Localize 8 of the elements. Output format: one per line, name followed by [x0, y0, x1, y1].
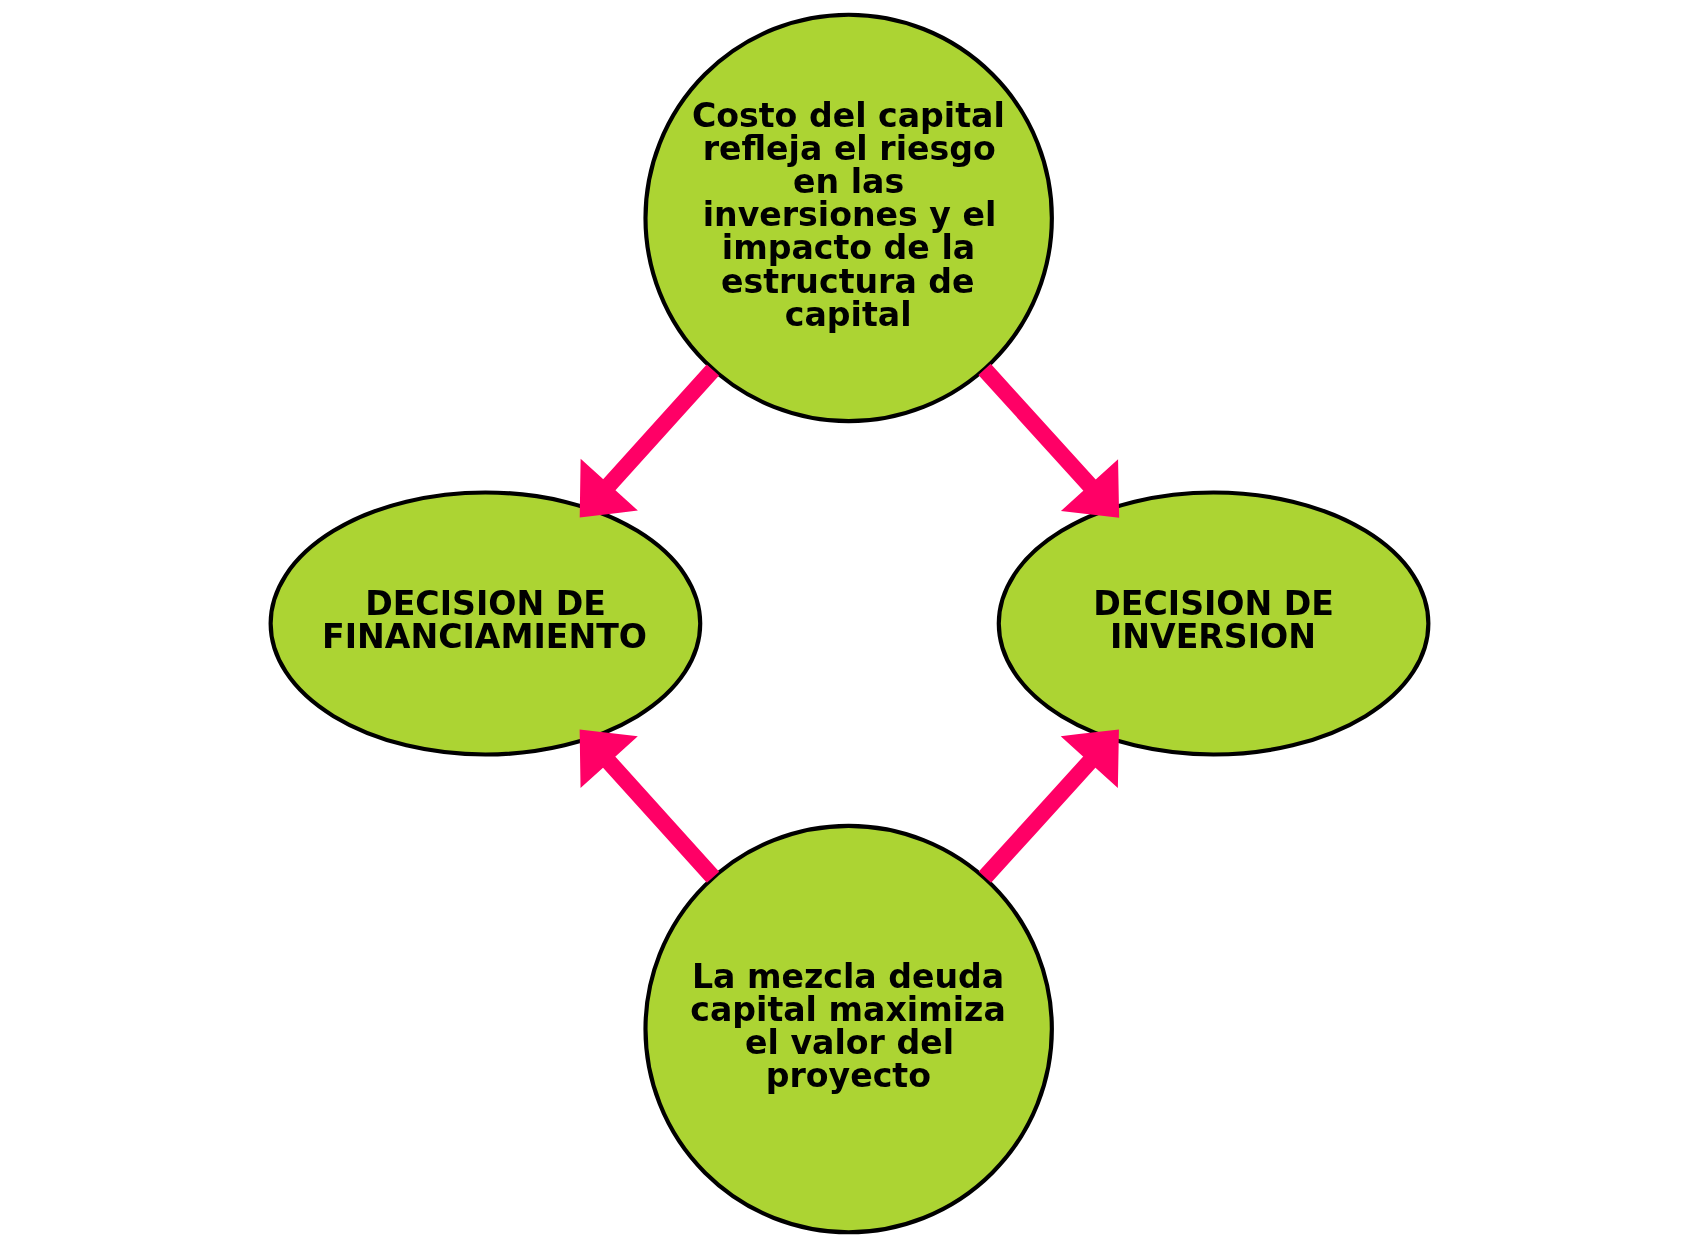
node-circle: Costo del capital refleja el riesgo en las inversiones y el impacto de la estructura de capital [642, 12, 1054, 424]
arrow [978, 729, 1119, 883]
arrow [579, 364, 719, 518]
node-ellipse: DECISION DE FINANCIAMIENTO [268, 490, 702, 757]
node-circle: La mezcla deuda capital maximiza el valor del proyecto [642, 823, 1054, 1235]
arrow [579, 729, 719, 883]
arrow [977, 363, 1119, 518]
node-ellipse: DECISION DE INVERSION [996, 490, 1430, 757]
